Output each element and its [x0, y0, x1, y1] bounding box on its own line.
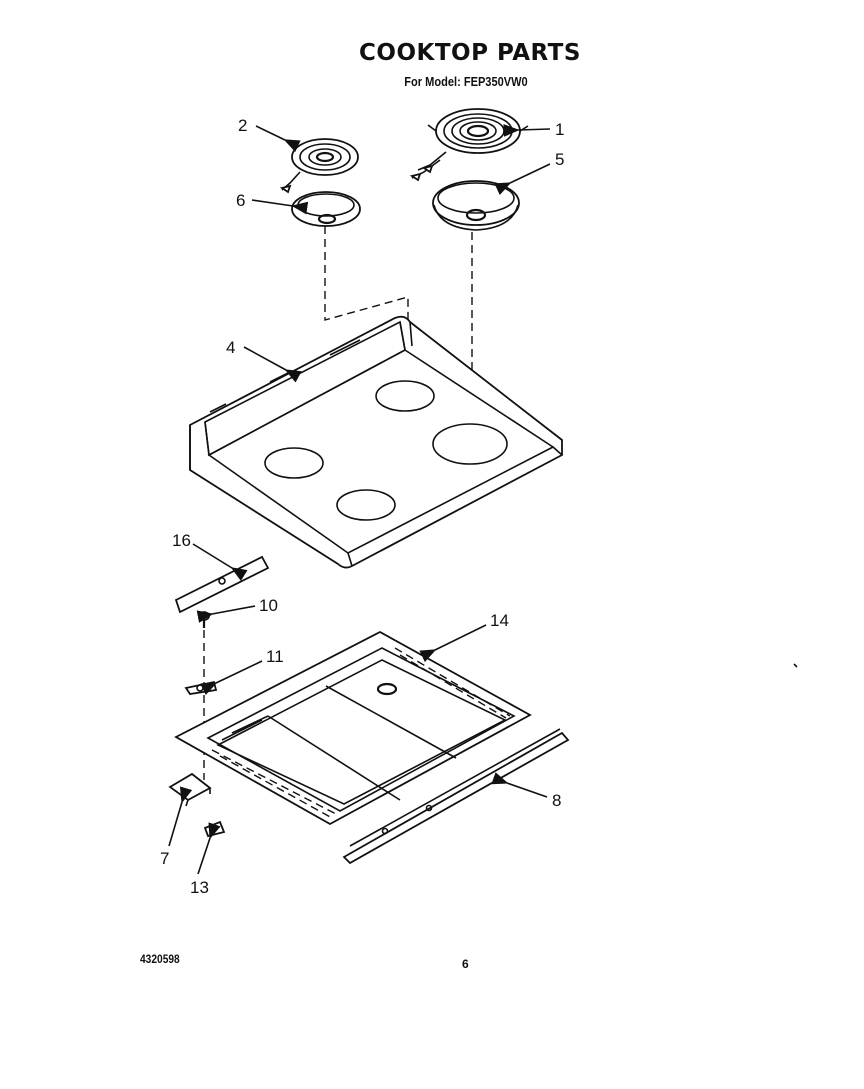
burner-box: [174, 630, 532, 826]
large-drip-bowl: [432, 180, 520, 231]
screw: [198, 611, 210, 628]
callout-labels: 1 2 4 5 6 7 8 10 11 13 14 16: [160, 116, 564, 897]
cooktop-main-top: [189, 315, 563, 569]
callout-5: 5: [555, 150, 564, 169]
callout-leaders: [168, 124, 551, 875]
callout-16: 16: [172, 531, 191, 550]
front-bracket: [174, 555, 270, 614]
callout-7: 7: [160, 849, 169, 868]
callout-6: 6: [236, 191, 245, 210]
clip: [184, 680, 218, 695]
page-number: 6: [462, 957, 469, 971]
callout-11: 11: [266, 647, 284, 666]
front-rail: [342, 728, 570, 865]
callout-2: 2: [238, 116, 247, 135]
document-number: 4320598: [140, 952, 180, 966]
small-clip: [203, 820, 226, 838]
callout-1: 1: [555, 120, 564, 139]
callout-14: 14: [490, 611, 509, 630]
scan-mark: [793, 663, 798, 668]
callout-10: 10: [259, 596, 278, 615]
small-surface-element: [279, 138, 359, 194]
callout-13: 13: [190, 878, 209, 897]
page-title: COOKTOP PARTS: [359, 40, 581, 66]
callout-4: 4: [226, 338, 235, 357]
callout-8: 8: [552, 791, 561, 810]
small-drip-bowl: [291, 191, 361, 227]
large-surface-element: [409, 108, 529, 182]
model-subtitle: For Model: FEP350VW0: [404, 74, 528, 89]
